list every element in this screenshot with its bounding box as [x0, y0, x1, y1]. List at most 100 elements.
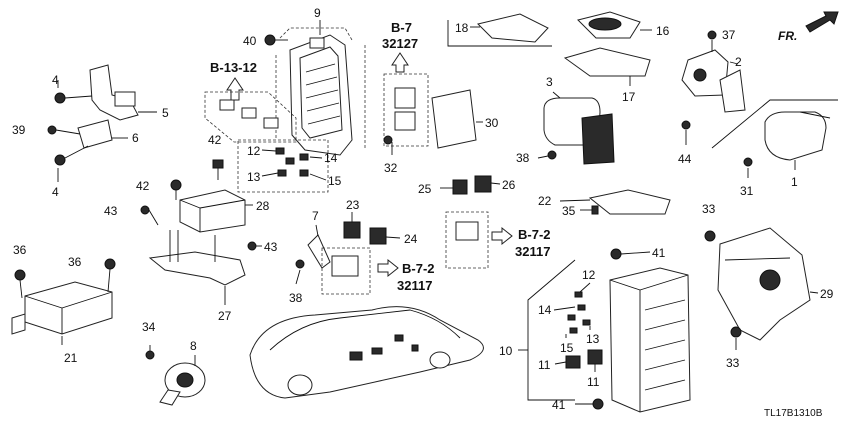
cover-part: [588, 189, 671, 215]
callout-43: 43: [104, 204, 118, 218]
relay-part: [369, 227, 387, 245]
callout-16: 16: [656, 24, 670, 38]
callout-26: 26: [502, 178, 516, 192]
control-unit-part: [179, 189, 246, 233]
bolt-part: [104, 258, 116, 270]
bolt-part: [707, 30, 717, 40]
bolt-part: [610, 248, 622, 260]
callout-37: 37: [722, 28, 736, 42]
callout-15: 15: [560, 341, 574, 355]
drawing-number: TL17B1310B: [764, 408, 823, 419]
bolt-part: [743, 157, 753, 167]
section-divider: [711, 99, 838, 149]
under-dash-fuse-box-part: [609, 267, 691, 413]
bolt-part: [247, 241, 257, 251]
callout-8: 8: [190, 339, 197, 353]
mini-relay: [241, 107, 257, 119]
bolt-part: [383, 135, 393, 145]
nut-part: [170, 179, 182, 191]
callout-42: 42: [136, 179, 150, 193]
fuse-part: [569, 327, 578, 334]
fuse-box-part: [289, 34, 353, 156]
front-arrow-icon: [805, 11, 839, 33]
bolt-part: [547, 150, 557, 160]
callout-25: 25: [418, 182, 432, 196]
bolt-part: [47, 125, 57, 135]
fuse-part: [567, 314, 576, 321]
vehicle-outline: [249, 306, 484, 399]
callout-13: 13: [247, 170, 261, 184]
relay-part: [565, 355, 581, 369]
callout-27: 27: [218, 309, 232, 323]
relay-part: [343, 221, 361, 239]
connector-part: [455, 221, 479, 241]
callout-14: 14: [538, 303, 552, 317]
callout-30: 30: [485, 116, 499, 130]
fuse-group-outline: [237, 139, 329, 193]
reference-b7-2-code: 32117: [397, 278, 432, 293]
reference-arrow-up: [391, 52, 409, 73]
callout-32: 32: [384, 161, 398, 175]
mounting-bracket-part: [148, 230, 246, 286]
callout-43: 43: [264, 240, 278, 254]
fuse-part: [582, 319, 591, 326]
bolt-part: [14, 269, 26, 281]
callout-12: 12: [582, 268, 596, 282]
body-control-module-part: [717, 227, 811, 341]
connector-part: [394, 111, 416, 131]
callout-7: 7: [312, 209, 319, 223]
callout-38: 38: [289, 291, 303, 305]
callout-41: 41: [552, 398, 566, 412]
lid-part-detail: [588, 17, 622, 31]
callout-33: 33: [702, 202, 716, 216]
callout-44: 44: [678, 152, 692, 166]
bolt-part: [681, 120, 691, 130]
callout-9: 9: [314, 6, 321, 20]
reference-arrow-up: [226, 77, 244, 101]
cover-part: [477, 13, 549, 43]
bolt-part: [140, 205, 150, 215]
callout-35: 35: [562, 204, 576, 218]
callout-11: 11: [538, 358, 551, 372]
stay-bracket-part: [764, 111, 827, 161]
bracket-part: [563, 47, 651, 77]
control-module-part: [431, 89, 477, 149]
reference-b7-2: B-7-2: [518, 227, 551, 242]
callout-4: 4: [52, 185, 59, 199]
callout-24: 24: [404, 232, 418, 246]
horn-part: [159, 362, 206, 406]
callout-13: 13: [586, 332, 600, 346]
reference-b7-code: 32127: [382, 36, 418, 51]
callout-36: 36: [13, 243, 27, 257]
callout-22: 22: [538, 194, 552, 208]
connector-group-outline: [321, 247, 371, 295]
nut-part: [54, 154, 66, 166]
callout-21: 21: [64, 351, 78, 365]
fuse-part: [574, 291, 583, 298]
relay-group-outline: [204, 91, 297, 143]
relay-part: [587, 349, 603, 365]
bolt-part: [592, 398, 604, 410]
callout-31: 31: [740, 184, 754, 198]
callout-12: 12: [247, 144, 261, 158]
callout-23: 23: [346, 198, 360, 212]
screw-part: [212, 159, 224, 180]
reference-arrow-right: [377, 258, 399, 278]
callout-33: 33: [726, 356, 740, 370]
callout-41: 41: [652, 246, 666, 260]
connector-part: [331, 255, 359, 277]
bolt-part: [704, 230, 716, 242]
electronic-unit-part: [11, 281, 113, 335]
callout-15: 15: [328, 174, 342, 188]
callout-11: 11: [587, 375, 600, 389]
callout-36: 36: [68, 255, 82, 269]
relay-part: [452, 179, 468, 195]
group-bracket: [527, 259, 576, 401]
connector-group-outline: [445, 211, 489, 269]
relay-part: [474, 175, 492, 193]
front-direction-label: FR.: [778, 29, 797, 43]
reference-b7: B-7: [391, 20, 412, 35]
reference-arrow-right: [491, 226, 513, 246]
